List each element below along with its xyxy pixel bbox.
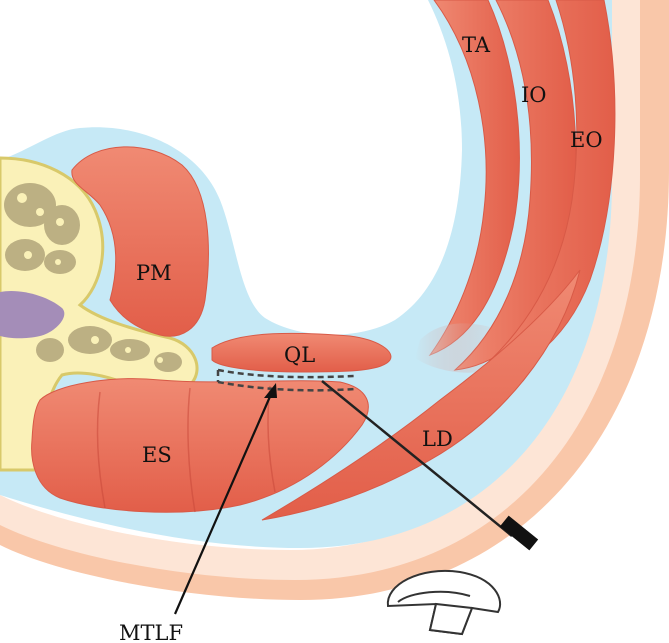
label-ld: LD — [422, 427, 453, 451]
label-ta: TA — [462, 33, 491, 57]
label-io: IO — [521, 83, 547, 107]
label-ql: QL — [284, 343, 315, 367]
label-pm: PM — [136, 261, 172, 285]
label-mtlf: MTLF — [119, 621, 183, 643]
label-eo: EO — [570, 128, 603, 152]
label-es: ES — [142, 443, 172, 467]
ultrasound-probe-icon — [388, 571, 500, 634]
